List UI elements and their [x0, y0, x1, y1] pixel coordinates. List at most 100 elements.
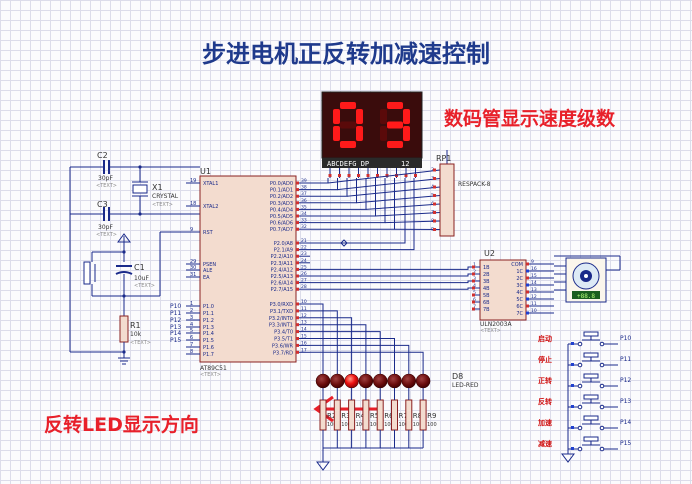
contact-dot: [599, 446, 605, 452]
mcu-pin-name: PSEN: [203, 262, 216, 268]
u2-pin-num: 15: [531, 273, 537, 279]
pin-state: [296, 337, 299, 340]
mcu-pin-num: 27: [301, 278, 307, 284]
segment-f: [333, 109, 340, 124]
pin-state: [472, 265, 475, 269]
mcu-pin-name: RST: [203, 230, 214, 236]
pushbutton[interactable]: [583, 415, 599, 421]
resistor-value: 100: [341, 422, 351, 428]
u2-pin-name: 2C: [516, 276, 523, 282]
led: [330, 373, 345, 389]
led: [415, 373, 431, 389]
rp1-pin-num: 7: [431, 210, 434, 216]
pin-state: [433, 228, 436, 231]
resistor-ref: R9: [427, 412, 436, 420]
c3-value: 30pF: [98, 224, 113, 231]
segment-label: ABCDEFG DP: [327, 160, 369, 168]
r1-text: <TEXT>: [130, 340, 151, 346]
mcu-pin-name: P3.5/T1: [274, 337, 293, 343]
pin-state: [296, 248, 299, 252]
p1-net-label: P15: [170, 337, 181, 344]
mcu-pin-num: 17: [301, 347, 307, 353]
display-pin-marker: [404, 174, 408, 177]
button-net-label: P15: [620, 440, 631, 447]
pin-state: [472, 272, 475, 276]
bus-wire-display: [310, 178, 357, 204]
rp1-pin-num: 2: [431, 167, 434, 173]
mcu-pin-name: P1.4: [203, 331, 214, 337]
mcu-pin-name: EA: [203, 275, 210, 281]
u2-pin-name: 5C: [516, 297, 523, 303]
pin-state: [296, 214, 299, 218]
display-pin-marker: [376, 174, 379, 177]
c3-ref: C3: [97, 200, 108, 209]
pin-state: [571, 363, 574, 366]
resistor: [319, 399, 327, 431]
bus-wire-display: [310, 178, 329, 184]
driver-u2: U2 11B22B33B44B55B66B77B9COM161C152C143C…: [472, 249, 554, 334]
u2-pin-num: 12: [531, 294, 537, 300]
u2-pin-name: 1B: [483, 265, 490, 271]
button-label: 加速: [537, 418, 552, 427]
mcu-pin-name: P0.7/AD7: [270, 227, 293, 233]
pin-state: [433, 177, 436, 180]
x1-value: CRYSTAL: [152, 193, 179, 200]
display-note: 数码管显示速度级数: [444, 107, 616, 130]
mcu-pin-num: 38: [301, 185, 307, 191]
u2-pin-name: 1C: [516, 269, 523, 275]
mcu-pin-name: P1.5: [203, 338, 214, 344]
mcu-pin-name: P0.6/AD6: [270, 221, 293, 227]
mcu-pin-num: 4: [190, 322, 193, 328]
pushbutton[interactable]: [583, 436, 599, 442]
mcu-ref: U1: [200, 167, 211, 176]
pushbutton[interactable]: [583, 373, 599, 379]
pushbutton[interactable]: [583, 394, 599, 400]
segment-a: [340, 102, 356, 109]
u2-pin-name: 3C: [516, 283, 523, 289]
mcu-pin-name: P2.1/A9: [274, 248, 293, 254]
pin-state: [296, 221, 299, 225]
pushbutton[interactable]: [583, 331, 599, 337]
resistor-ref: R8: [413, 412, 422, 420]
c2-text: <TEXT>: [96, 183, 117, 189]
pushbutton[interactable]: [583, 352, 599, 358]
resistor-ref: R5: [370, 412, 379, 420]
mcu-pin-num: 32: [301, 224, 307, 230]
button-label: 正转: [538, 376, 552, 385]
mcu-pin-num: 14: [301, 327, 307, 333]
mcu-pin-name: P3.4/T0: [274, 330, 293, 336]
bus-wire-respack: [356, 195, 441, 204]
button-label: 反转: [538, 397, 552, 406]
u2-pin-num: 1: [473, 262, 476, 268]
led: [344, 373, 359, 389]
pin-state: [472, 286, 475, 290]
resistor-value: 100: [356, 422, 366, 428]
pin-state: [526, 297, 529, 301]
mcu-pin-name: P1.6: [203, 345, 214, 351]
resistor: [391, 399, 398, 431]
uln-input-wire: [310, 287, 480, 290]
resistor-ref: R7: [399, 412, 408, 420]
pin-state: [296, 188, 299, 192]
pin-state: [296, 254, 299, 258]
pin-state: [571, 405, 574, 408]
mcu-pin-name: P2.4/A12: [271, 267, 293, 273]
uln-input-wire: [310, 280, 480, 284]
digit-select-wire: [310, 178, 415, 251]
u2-text: <TEXT>: [480, 328, 501, 334]
mcu-pin-num: 23: [301, 251, 307, 257]
display-pin-marker: [328, 174, 332, 177]
digit-2: [380, 102, 410, 148]
contact-dot: [599, 383, 605, 389]
button-label: 启动: [538, 334, 552, 343]
u2-pin-num: 14: [531, 280, 537, 286]
p1-net-label: P10: [170, 303, 181, 310]
pin-state: [526, 283, 529, 287]
resistor-ref: R3: [341, 412, 350, 420]
bus-wire-display: [310, 178, 395, 230]
digit-1: [333, 102, 363, 148]
mcu-pin-name: P3.7/RD: [273, 350, 293, 356]
u2-pin-name: 3B: [483, 279, 490, 285]
mcu-pin-num: 35: [301, 204, 307, 210]
